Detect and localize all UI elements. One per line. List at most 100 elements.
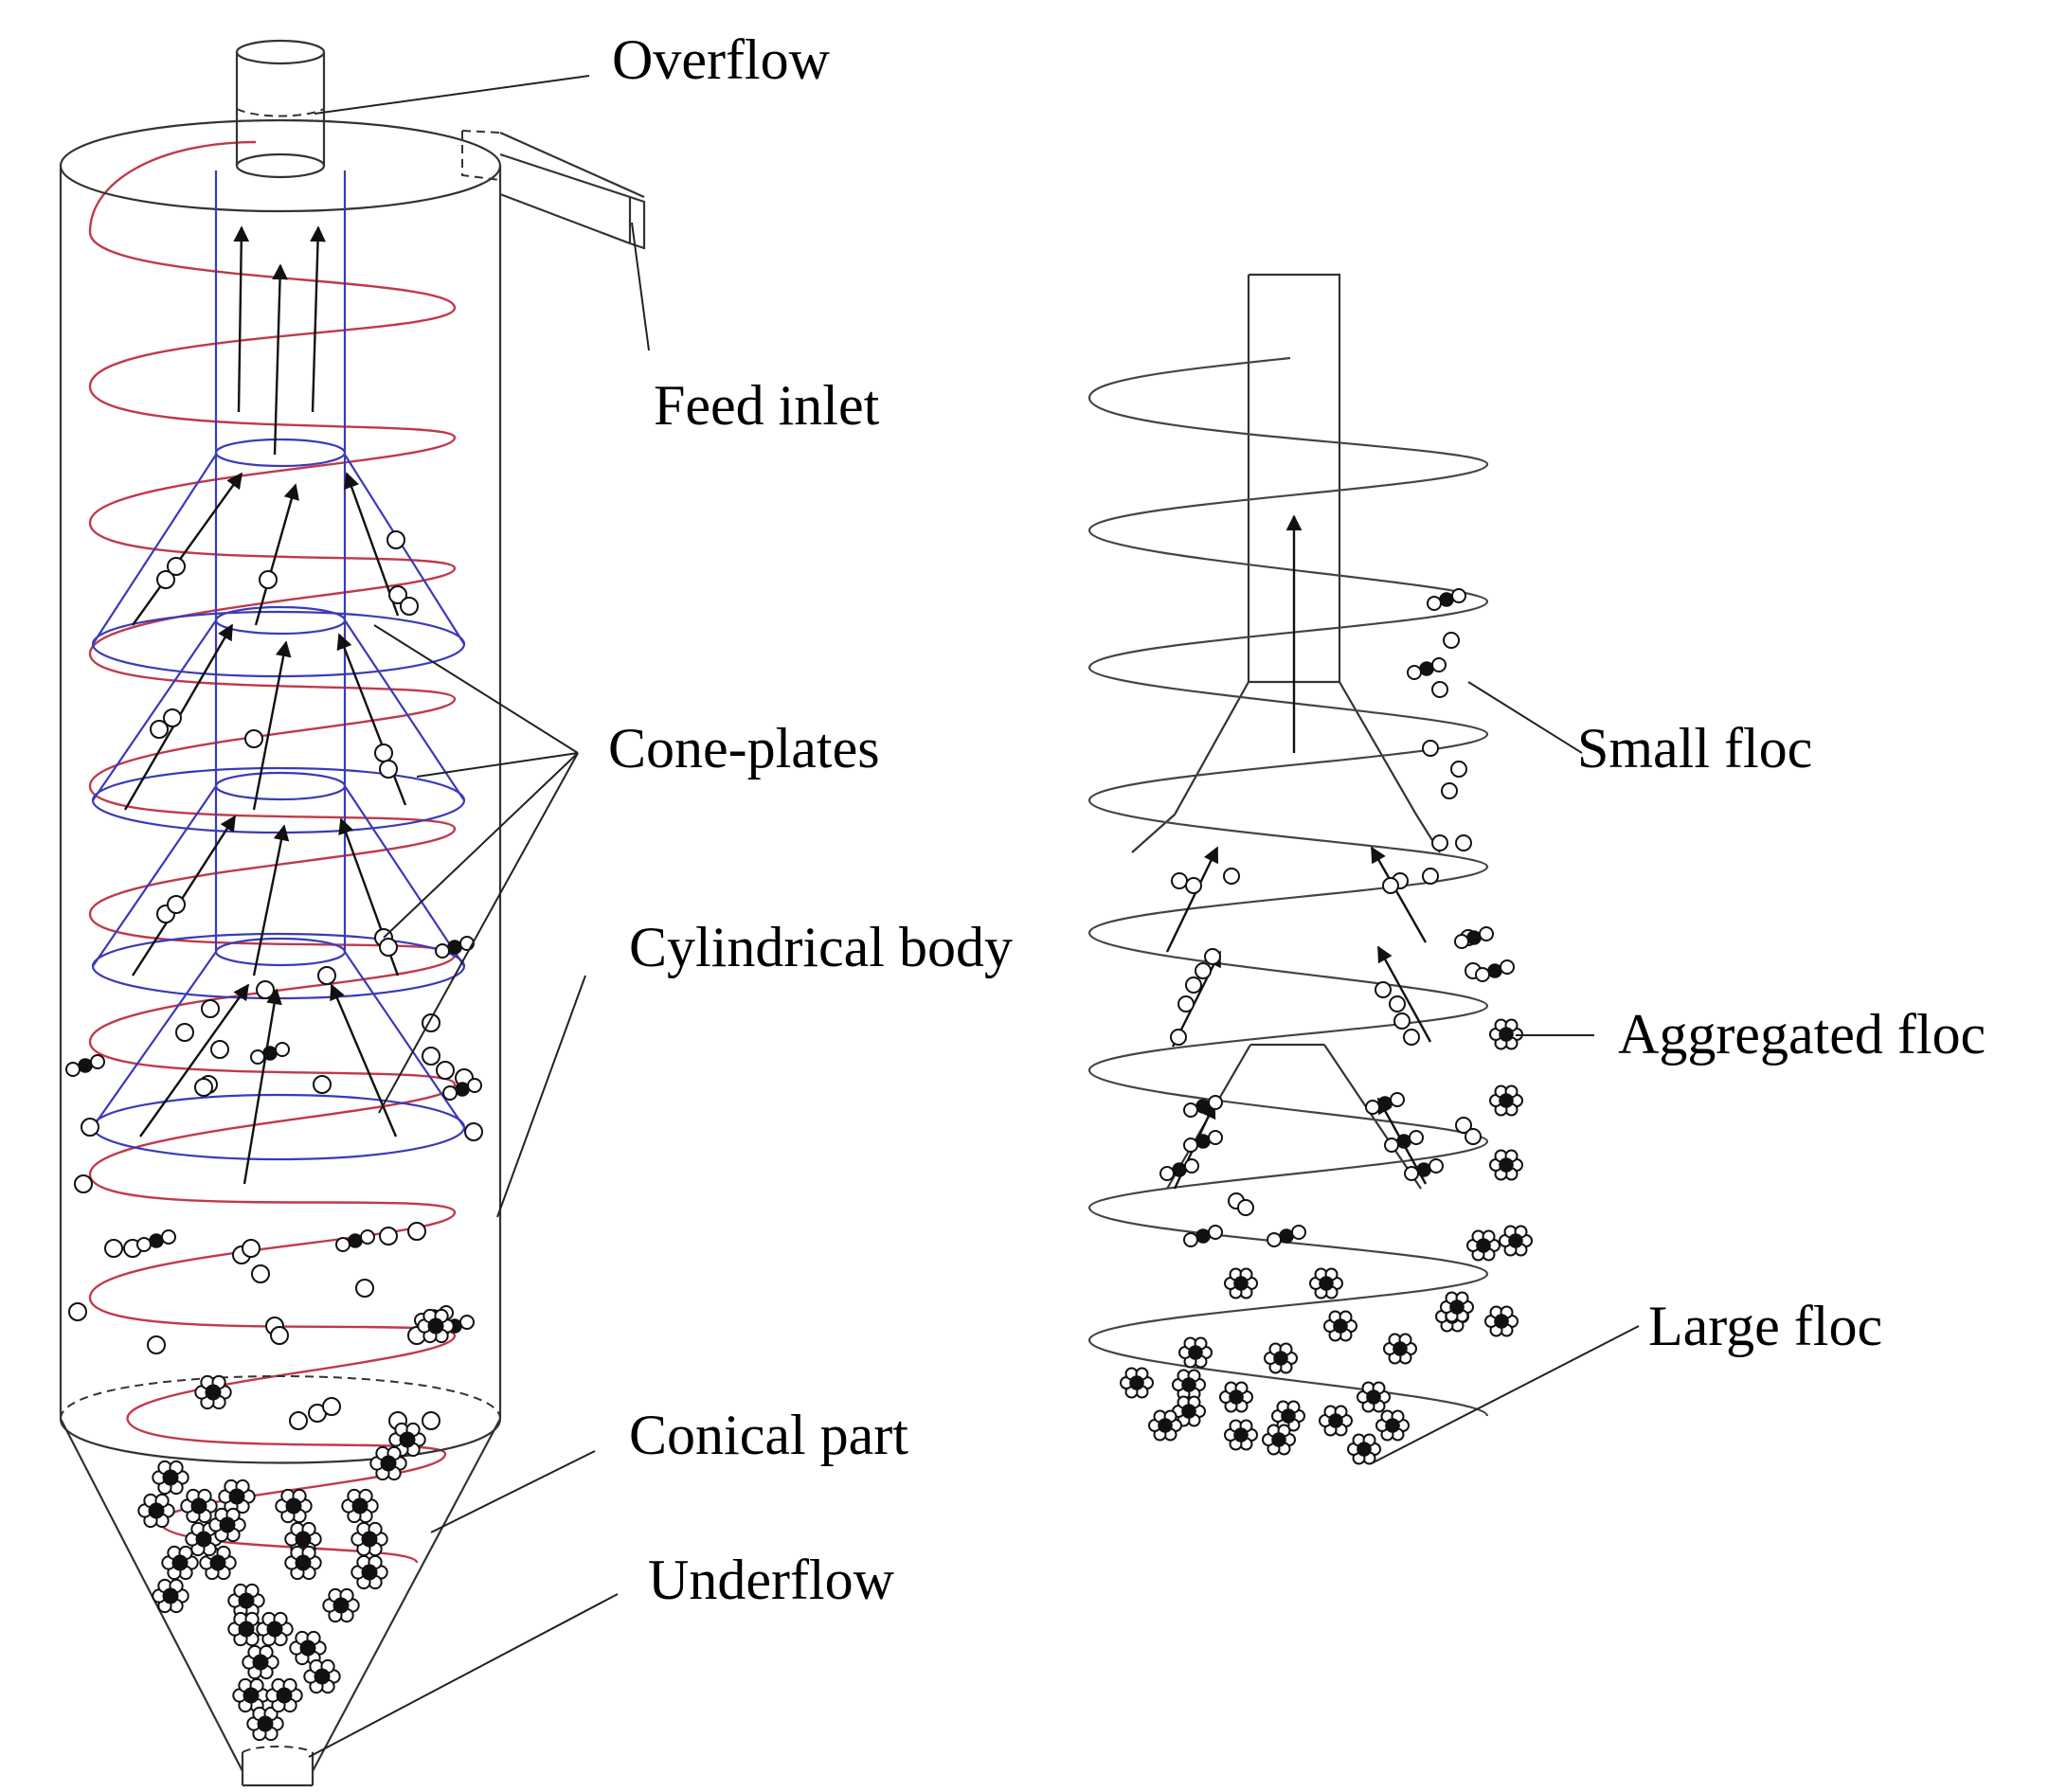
large-floc xyxy=(1319,1405,1353,1437)
large-floc xyxy=(242,1644,279,1680)
large-floc xyxy=(1357,1381,1391,1413)
small-floc xyxy=(436,1061,455,1080)
small-floc xyxy=(1223,868,1240,885)
leader-lines xyxy=(308,75,1640,1758)
small-floc xyxy=(1455,834,1472,851)
small-floc xyxy=(1422,868,1439,885)
aggregated-floc xyxy=(1454,926,1494,949)
small-floc xyxy=(74,1174,93,1193)
large-floc xyxy=(180,1488,218,1524)
large-floc xyxy=(289,1630,327,1666)
small-floc xyxy=(407,1222,426,1241)
label-feed-inlet: Feed inlet xyxy=(654,374,880,437)
aggregated-floc xyxy=(65,1054,105,1077)
large-floc xyxy=(1178,1336,1213,1369)
label-cone-plates: Cone-plates xyxy=(608,717,880,780)
large-floc xyxy=(1489,1018,1523,1050)
small-floc xyxy=(1204,948,1221,965)
large-floc xyxy=(1440,1291,1474,1323)
large-floc xyxy=(1499,1225,1533,1257)
small-floc xyxy=(1441,782,1458,799)
leader-conical-part xyxy=(430,1450,596,1533)
leader-cone-plates-1 xyxy=(373,624,579,754)
leader-large-floc xyxy=(1371,1325,1640,1464)
cylinder-bottom-rim-back xyxy=(60,1375,501,1420)
overflow-pipe-hidden-edge xyxy=(236,108,325,117)
small-floc xyxy=(289,1411,308,1430)
small-floc xyxy=(386,530,405,549)
aggregated-floc xyxy=(1427,588,1466,611)
aggregated-floc xyxy=(1183,1130,1223,1153)
large-floc xyxy=(1347,1433,1381,1465)
small-floc xyxy=(1422,740,1439,757)
cylindrical-body-wall xyxy=(59,166,502,1419)
small-floc xyxy=(379,938,398,957)
small-floc xyxy=(147,1335,166,1354)
small-floc xyxy=(355,1279,374,1298)
large-floc xyxy=(227,1583,265,1619)
small-floc xyxy=(317,966,336,985)
leader-cone-plates-2 xyxy=(416,752,579,778)
small-floc xyxy=(256,980,275,999)
large-floc xyxy=(1383,1333,1417,1365)
label-overflow: Overflow xyxy=(612,28,831,91)
label-underflow: Underflow xyxy=(648,1549,895,1611)
leader-feed-inlet xyxy=(631,222,650,351)
cone-plate-4-base xyxy=(91,1093,466,1161)
aggregated-floc xyxy=(1183,1225,1223,1247)
label-small-floc: Small floc xyxy=(1577,717,1812,780)
large-floc xyxy=(137,1493,175,1529)
large-floc xyxy=(1120,1367,1154,1399)
vessel-top-lid xyxy=(59,118,502,213)
small-floc xyxy=(1375,981,1392,998)
aggregated-floc xyxy=(136,1229,176,1252)
large-floc xyxy=(1375,1409,1410,1442)
aggregated-floc xyxy=(1404,1158,1444,1181)
large-floc xyxy=(1172,1395,1206,1427)
large-floc xyxy=(341,1488,379,1524)
large-floc xyxy=(1148,1409,1182,1442)
large-floc xyxy=(303,1658,341,1694)
underflow-pipe-top xyxy=(242,1746,314,1753)
large-floc xyxy=(1489,1084,1523,1117)
small-floc xyxy=(68,1302,87,1321)
small-floc xyxy=(1431,681,1448,698)
upward-flow-arrows xyxy=(123,225,407,1185)
detail-swirl-flow-path xyxy=(1087,356,1489,1417)
leader-cylindrical-body xyxy=(496,975,586,1218)
small-floc xyxy=(251,1264,270,1283)
large-floc xyxy=(232,1677,270,1713)
leader-underflow xyxy=(308,1593,619,1758)
large-floc xyxy=(208,1507,246,1543)
detail-flocs xyxy=(1120,588,1533,1465)
leader-overflow xyxy=(314,75,590,115)
large-floc xyxy=(322,1587,360,1623)
aggregated-floc xyxy=(250,1042,290,1065)
label-large-floc: Large floc xyxy=(1648,1295,1882,1357)
small-floc xyxy=(1185,877,1202,894)
small-floc xyxy=(1431,834,1448,851)
small-floc xyxy=(210,1040,229,1059)
small-floc xyxy=(400,597,419,616)
aggregated-floc xyxy=(1365,1092,1405,1115)
large-floc xyxy=(1323,1310,1357,1342)
aggregated-floc xyxy=(1159,1158,1199,1181)
small-floc xyxy=(175,1023,194,1042)
label-aggregated-floc: Aggregated floc xyxy=(1618,1003,1986,1066)
small-floc xyxy=(379,760,398,779)
large-floc xyxy=(152,1578,189,1614)
conical-part-wall xyxy=(60,1418,501,1772)
cone-plate-1-top xyxy=(214,438,347,468)
small-floc xyxy=(464,1122,483,1141)
aggregated-floc xyxy=(442,1078,482,1101)
small-floc xyxy=(1170,1029,1187,1046)
small-floc xyxy=(244,729,263,748)
detail-cone-plate-lower xyxy=(1166,1043,1422,1190)
small-floc xyxy=(194,1078,213,1097)
small-floc xyxy=(1195,962,1212,979)
large-floc xyxy=(1466,1229,1501,1262)
detail-flow-arrows xyxy=(1165,514,1432,1190)
cone-plate-3-top xyxy=(214,771,347,801)
large-floc xyxy=(1309,1267,1343,1299)
vessel-flocs xyxy=(65,530,483,1742)
